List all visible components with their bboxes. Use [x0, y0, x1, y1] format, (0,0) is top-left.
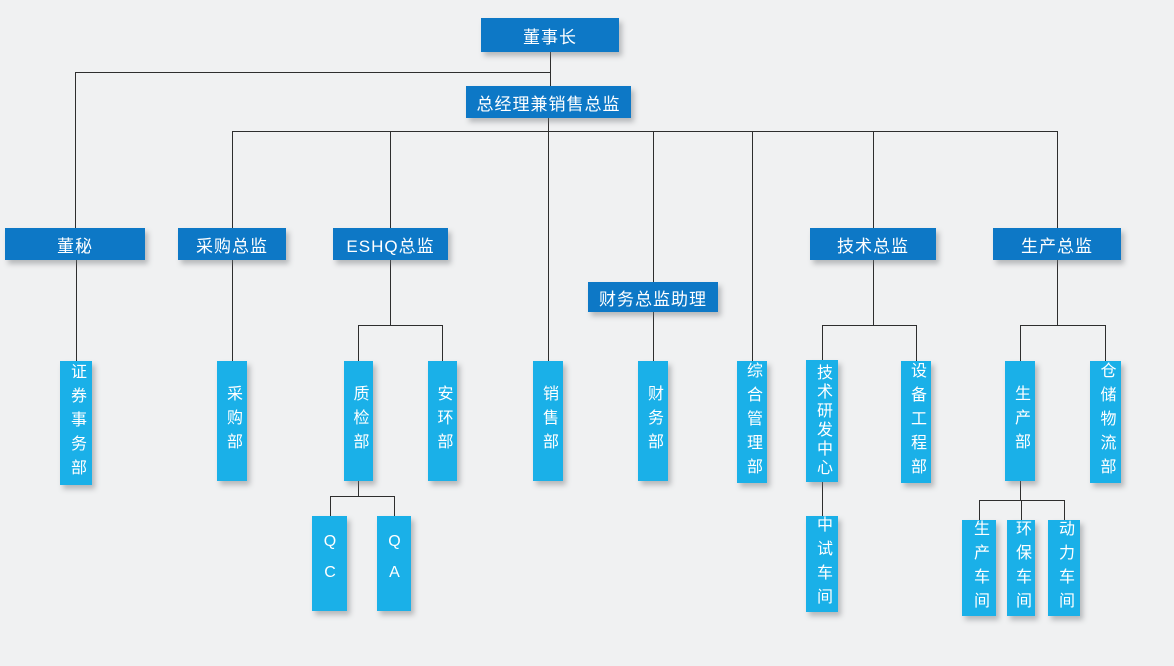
connector-line [1064, 500, 1065, 520]
org-node-equipment-engineering-dept[interactable]: 设备工程部 [901, 361, 931, 483]
connector-line [232, 131, 1057, 132]
connector-line [979, 500, 980, 520]
org-node-production-director[interactable]: 生产总监 [993, 228, 1121, 260]
connector-line [822, 325, 823, 360]
org-node-pilot-workshop[interactable]: 中试车间 [806, 516, 838, 612]
connector-line [1020, 325, 1021, 361]
org-node-general-manager[interactable]: 总经理兼销售总监 [466, 86, 631, 118]
org-node-production-dept[interactable]: 生产部 [1005, 361, 1035, 481]
org-node-tech-rd-center[interactable]: 技术研发中心 [806, 360, 838, 482]
connector-line [822, 325, 916, 326]
connector-line [822, 482, 823, 516]
org-node-quality-inspection-dept[interactable]: 质检部 [344, 361, 373, 481]
org-node-purchasing-director[interactable]: 采购总监 [178, 228, 286, 260]
connector-line [1105, 325, 1106, 361]
org-node-board-secretary[interactable]: 董秘 [5, 228, 145, 260]
connector-line [232, 260, 233, 361]
connector-line [916, 325, 917, 361]
org-node-finance-director-assistant[interactable]: 财务总监助理 [588, 282, 718, 312]
connector-line [358, 481, 359, 496]
connector-line [76, 260, 77, 361]
connector-line [548, 131, 549, 361]
org-node-general-management-dept[interactable]: 综合管理部 [737, 361, 767, 483]
connector-line [1020, 325, 1105, 326]
connector-line [232, 131, 233, 228]
connector-line [653, 131, 654, 282]
org-node-power-workshop[interactable]: 动力车间 [1048, 520, 1080, 616]
org-node-environmental-workshop[interactable]: 环保车间 [1007, 520, 1035, 616]
connector-line [75, 72, 76, 228]
org-node-qa[interactable]: QA [377, 516, 411, 611]
org-node-eshq-director[interactable]: ESHQ总监 [333, 228, 448, 260]
org-node-purchasing-dept[interactable]: 采购部 [217, 361, 247, 481]
connector-line [1057, 260, 1058, 325]
org-node-chairman[interactable]: 董事长 [481, 18, 619, 52]
org-node-production-workshop[interactable]: 生产车间 [962, 520, 996, 616]
org-node-qc[interactable]: QC [312, 516, 347, 611]
connector-line [358, 325, 442, 326]
org-node-warehouse-logistics-dept[interactable]: 仓储物流部 [1090, 361, 1121, 483]
connector-line [1021, 500, 1022, 520]
connector-line [390, 260, 391, 325]
connector-line [752, 131, 753, 361]
org-node-safety-environment-dept[interactable]: 安环部 [428, 361, 457, 481]
connector-line [550, 52, 551, 86]
connector-line [358, 325, 359, 361]
connector-line [1020, 481, 1021, 500]
connector-line [394, 496, 395, 516]
connector-line [873, 131, 874, 228]
org-node-sales-dept[interactable]: 销售部 [533, 361, 563, 481]
connector-line [390, 131, 391, 228]
connector-line [330, 496, 394, 497]
connector-line [873, 260, 874, 325]
connector-line [1057, 131, 1058, 228]
connector-line [653, 312, 654, 361]
connector-line [442, 325, 443, 361]
org-node-finance-dept[interactable]: 财务部 [638, 361, 668, 481]
connector-line [75, 72, 550, 73]
connector-line [548, 118, 549, 131]
org-node-tech-director[interactable]: 技术总监 [810, 228, 936, 260]
connector-line [330, 496, 331, 516]
org-node-securities-affairs-dept[interactable]: 证券事务部 [60, 361, 92, 485]
